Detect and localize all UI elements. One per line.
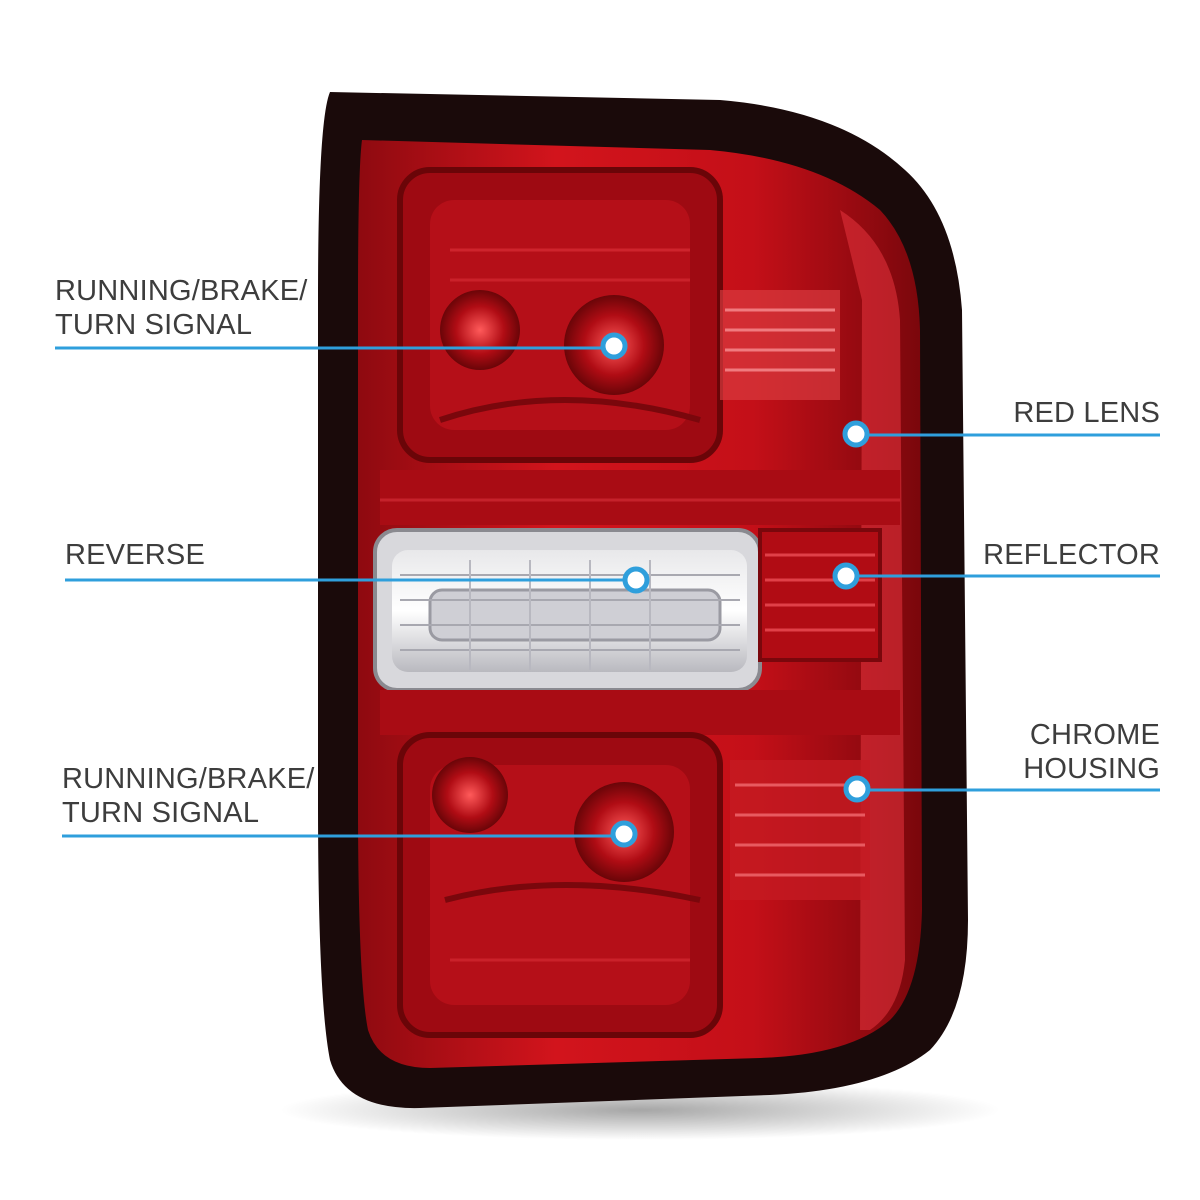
label-running-brake-top-line-2: TURN SIGNAL	[55, 309, 253, 341]
callout-lines	[55, 346, 1160, 838]
callout-dot-reverse	[622, 566, 650, 594]
callout-dot-red-lens	[842, 420, 870, 448]
label-running-brake-top: RUNNING/BRAKE/ TURN SIGNAL	[55, 274, 308, 342]
label-chrome-housing-line-2: HOUSING	[1023, 753, 1160, 785]
label-running-brake-bottom-line-2: TURN SIGNAL	[62, 797, 260, 829]
label-running-brake-bottom: RUNNING/BRAKE/ TURN SIGNAL	[62, 762, 315, 830]
reflector-block	[758, 528, 882, 662]
callout-dots	[600, 332, 871, 848]
label-chrome-housing-line-1: CHROME	[1029, 719, 1160, 751]
label-red-lens-line-1: RED LENS	[1013, 397, 1160, 429]
label-reflector-line-1: REFLECTOR	[983, 539, 1160, 571]
label-chrome-housing: CHROME HOUSING	[1023, 718, 1160, 786]
callout-dot-reflector	[832, 562, 860, 590]
label-reverse: REVERSE	[65, 538, 205, 572]
label-reflector: REFLECTOR	[983, 538, 1160, 572]
label-running-brake-bottom-line-1: RUNNING/BRAKE/	[62, 763, 315, 795]
callout-dot-chrome-housing	[843, 775, 871, 803]
callout-dot-running-brake-bottom	[610, 820, 638, 848]
callout-dot-running-brake-top	[600, 332, 628, 360]
label-running-brake-top-line-1: RUNNING/BRAKE/	[55, 275, 308, 307]
label-reverse-line-1: REVERSE	[65, 539, 205, 571]
label-red-lens: RED LENS	[1013, 396, 1160, 430]
